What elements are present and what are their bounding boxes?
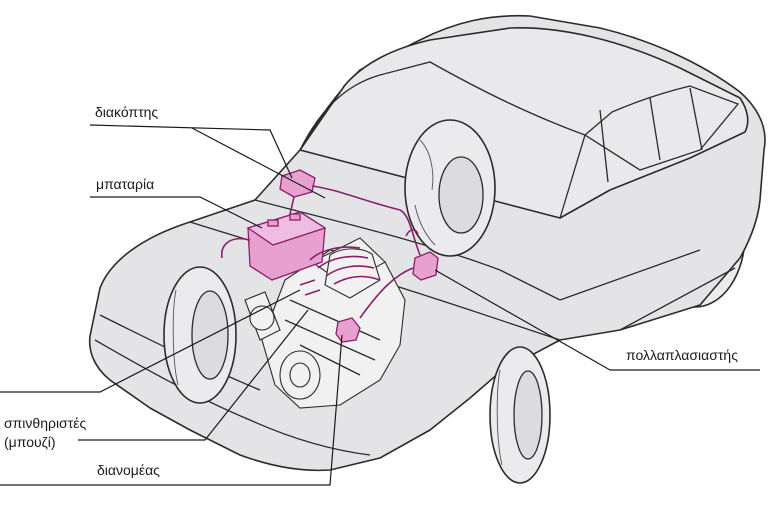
- leader-coil: [434, 269, 611, 371]
- rear-wheel-near: [404, 119, 496, 257]
- label-distributor: διανομέας: [97, 462, 160, 478]
- front-wheel-left: [163, 266, 237, 404]
- label-spark-plugs-sub: (μπουζί): [4, 434, 56, 450]
- ignition-coil: [412, 251, 439, 281]
- ignition-wiring: [221, 185, 421, 319]
- leader-battery: [90, 196, 263, 229]
- front-wheel-right: [489, 346, 551, 484]
- label-spark-plugs: σπινθηριστές: [4, 415, 87, 431]
- battery: [246, 211, 327, 281]
- leader-switch: [89, 124, 293, 179]
- leader-lines: [0, 124, 760, 486]
- leader-spark-plugs: [0, 289, 301, 393]
- leader-spark-plugs-2: [78, 309, 309, 441]
- label-switch: διακόπτης: [95, 104, 159, 120]
- leader-switch-2: [191, 127, 326, 199]
- leader-distributor: [0, 334, 343, 486]
- spark-plug-wires: [299, 246, 381, 296]
- label-coil: πολλαπλασιαστής: [626, 347, 738, 363]
- label-battery: μπαταρία: [96, 176, 155, 192]
